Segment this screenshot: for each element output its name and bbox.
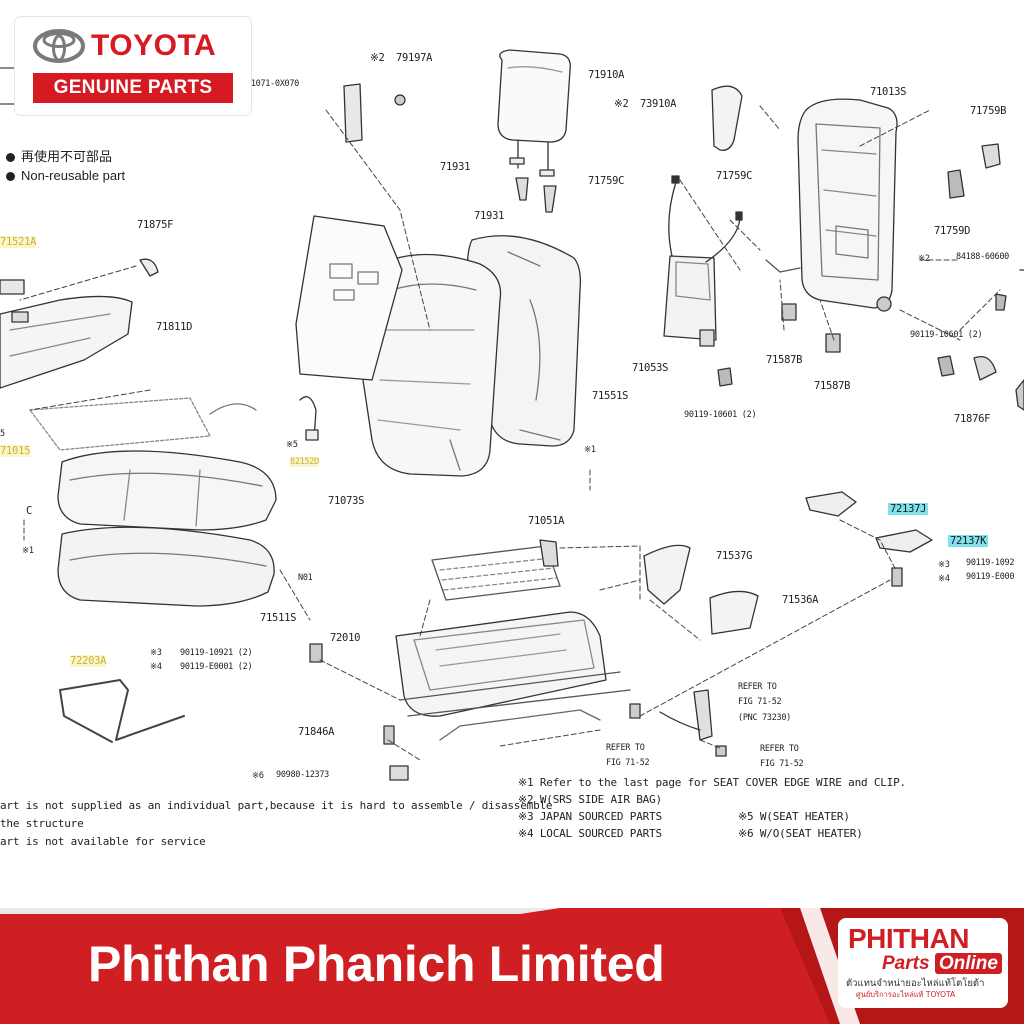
legend-non-reusable-jp: 再使用不可部品 (6, 147, 112, 166)
note-1: ※1 Refer to the last page for SEAT COVER… (518, 776, 906, 789)
part-label-71931-b: 71931 (474, 210, 505, 222)
part-label-90980: 90980-12373 (276, 770, 329, 780)
mark-1-a: ※1 (584, 445, 596, 455)
part-label-71537G: 71537G (716, 550, 753, 562)
part-label-90119-right-a: 90119-1092 (966, 558, 1015, 568)
company-name: Phithan Phanich Limited (88, 936, 665, 992)
part-label-71910A: 71910A (588, 69, 625, 81)
seat-exploded-view (0, 49, 1024, 781)
mark-4-b: ※4 (938, 574, 950, 584)
part-label-90119-right-b: 90119-E000 (966, 572, 1015, 582)
part-label-71073S: 71073S (328, 495, 365, 507)
seat-adjuster-drawing (395, 611, 631, 741)
cushion-shield-drawing (0, 258, 159, 389)
part-label-71551S: 71551S (592, 390, 629, 402)
parts-online-wordmark: Parts Online (882, 953, 1002, 974)
part-label-90119-E0001: 90119-E0001 (2) (180, 662, 253, 672)
mark-1-b: ※1 (22, 546, 34, 556)
part-label-71013S: 71013S (870, 86, 907, 98)
headrest-drawing (497, 49, 571, 213)
thai-subtagline: ศูนย์บริการอะไหล่แท้ TOYOTA (856, 990, 956, 999)
part-label-71015-highlight: 71015 (0, 445, 31, 457)
part-label-71511S: 71511S (260, 612, 297, 624)
mark-5-left: 5 (0, 429, 5, 439)
note-6: ※6 W/O(SEAT HEATER) (738, 827, 863, 840)
footnote-not-available: art is not available for service (0, 835, 206, 848)
refer-to-2a: REFER TO (606, 743, 645, 753)
filled-dot-icon (6, 172, 15, 182)
refer-to-1b: FIG 71-52 (738, 697, 782, 707)
refer-to-3b: FIG 71-52 (760, 759, 804, 769)
phithan-parts-online-logo: PHITHAN Parts Online ตัวแทนจำหน่ายอะไหล่… (838, 918, 1008, 1008)
note-5: ※5 W(SEAT HEATER) (738, 810, 850, 823)
part-label-71759D: 71759D (934, 225, 971, 237)
mark-2-a: ※2 (370, 52, 385, 64)
part-label-71759B: 71759B (970, 105, 1007, 117)
part-label-72010: 72010 (330, 632, 361, 644)
cushion-spring-drawing (431, 539, 561, 601)
thai-tagline: ตัวแทนจำหน่ายอะไหล่แท้โตโยต้า (846, 978, 985, 989)
part-label-71876F: 71876F (954, 413, 991, 425)
part-label-90119-10601-a: 90119-10601 (2) (910, 330, 983, 340)
part-label-90119-10601-b: 90119-10601 (2) (684, 410, 757, 420)
part-label-90119-10921: 90119-10921 (2) (180, 648, 253, 658)
part-label-71846A: 71846A (298, 726, 335, 738)
phithan-wordmark: PHITHAN (848, 923, 969, 954)
part-label-71587B-a: 71587B (766, 354, 803, 366)
note-3: ※3 JAPAN SOURCED PARTS (518, 810, 662, 823)
part-label-N01: N01 (298, 573, 313, 583)
footnote-structure: the structure (0, 817, 84, 830)
toyota-emblem-icon (33, 29, 85, 63)
mark-2-b: ※2 (614, 98, 629, 110)
parts-diagram: 71875F 71811D 71521A 71015 5 ※2 79197A 7… (0, 49, 1024, 848)
refer-to-1a: REFER TO (738, 682, 777, 692)
part-label-72203A-highlight: 72203A (70, 655, 107, 667)
part-label-71521A-highlight: 71521A (0, 236, 37, 248)
legend-non-reusable-en: Non-reusable part (6, 166, 125, 185)
seatback-frame-drawing (765, 98, 898, 312)
cushion-pad-drawing (57, 526, 275, 607)
refer-to-1c: (PNC 73230) (738, 713, 791, 723)
mark-1-c: C (26, 505, 33, 517)
footnote-not-supplied: art is not supplied as an individual par… (0, 799, 553, 812)
part-label-82152D-highlight: 82152D (290, 457, 319, 467)
genuine-parts-banner: GENUINE PARTS (33, 73, 233, 103)
part-label-71587B-b: 71587B (814, 380, 851, 392)
part-label-71811D: 71811D (156, 321, 193, 333)
note-4: ※4 LOCAL SOURCED PARTS (518, 827, 662, 840)
part-label-71053S: 71053S (632, 362, 669, 374)
mark-6: ※6 (252, 771, 264, 781)
part-label-71759C-a: 71759C (588, 175, 625, 187)
mark-3-a: ※3 (150, 648, 162, 658)
part-label-71051A: 71051A (528, 515, 565, 527)
part-label-71536A: 71536A (782, 594, 819, 606)
part-label-71759C-b: 71759C (716, 170, 753, 182)
refer-to-3a: REFER TO (760, 744, 799, 754)
toyota-wordmark: TOYOTA (91, 29, 217, 62)
note-2: ※2 W(SRS SIDE AIR BAG) (518, 793, 662, 806)
part-label-71071: 71071-0X070 (246, 79, 299, 89)
part-label-72137J: 72137J (888, 503, 929, 515)
part-label-73910A: 73910A (640, 98, 677, 110)
cushion-cover-drawing (57, 450, 277, 531)
part-label-84188: 84188-60600 (956, 252, 1009, 262)
mark-4-a: ※4 (150, 662, 162, 672)
lumbar-drawing (663, 175, 743, 347)
back-board-drawing (295, 215, 403, 381)
part-label-71931-a: 71931 (440, 161, 471, 173)
mark-5: ※5 (286, 440, 298, 450)
mark-3-b: ※3 (938, 560, 950, 570)
part-label-72137K: 72137K (948, 535, 989, 547)
part-label-79197A: 79197A (396, 52, 433, 64)
filled-dot-icon (6, 153, 15, 163)
toyota-genuine-parts-badge: TOYOTA GENUINE PARTS (15, 17, 251, 115)
part-label-71875F: 71875F (137, 219, 174, 231)
refer-to-2b: FIG 71-52 (606, 758, 650, 768)
mark-2-c: ※2 (918, 254, 930, 264)
